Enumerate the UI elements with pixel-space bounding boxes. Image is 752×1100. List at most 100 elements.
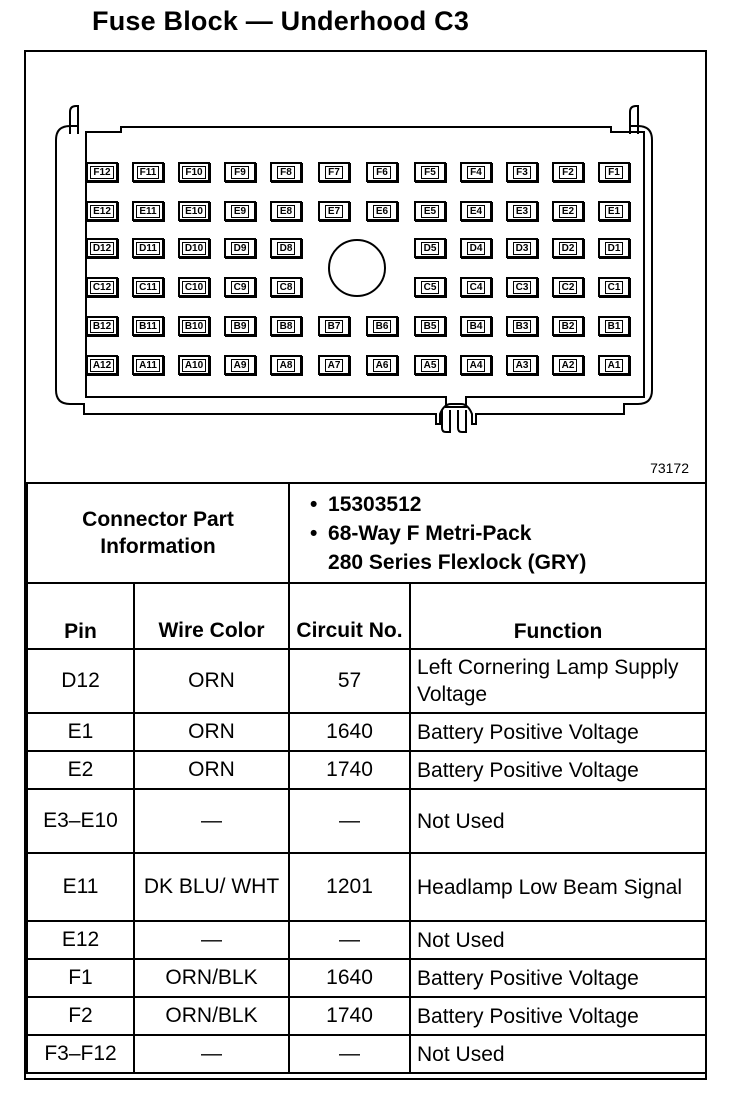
fuse-cavity-e7: E7 <box>318 201 350 221</box>
fuse-cavity-label: D11 <box>136 241 160 255</box>
fuse-cavity-label: F8 <box>277 165 295 179</box>
fuse-cavity-label: F4 <box>467 165 485 179</box>
fuse-cavity-label: B11 <box>136 319 160 333</box>
fuse-cavity-label: E7 <box>324 204 344 218</box>
fuse-cavity-label: C9 <box>230 280 250 294</box>
table-row: E12——Not Used <box>26 920 708 960</box>
cell-wire-color: ORN/BLK <box>132 958 291 998</box>
cell-wire-color: — <box>132 920 291 960</box>
cell-function: Not Used <box>409 788 708 854</box>
fuse-cavity-b1: B1 <box>598 316 630 336</box>
connector-info-label: Connector Part Information <box>25 482 291 584</box>
fuse-cavity-label: B4 <box>466 319 486 333</box>
housing-outer <box>55 125 653 425</box>
col-header-function: Function <box>409 582 708 650</box>
fuse-cavity-label: C5 <box>420 280 440 294</box>
cell-pin: E11 <box>26 852 135 922</box>
fuse-cavity-label: F10 <box>182 165 206 179</box>
fuse-cavity-d11: D11 <box>132 238 164 258</box>
fuse-cavity-a12: A12 <box>86 355 118 375</box>
fuse-cavity-label: E1 <box>604 204 624 218</box>
fuse-cavity-b2: B2 <box>552 316 584 336</box>
fuse-cavity-d5: D5 <box>414 238 446 258</box>
fuse-cavity-label: A2 <box>558 358 578 372</box>
fuse-cavity-f8: F8 <box>270 162 302 182</box>
fuse-cavity-label: F11 <box>136 165 160 179</box>
cell-function: Battery Positive Voltage <box>409 750 708 790</box>
fuse-cavity-a7: A7 <box>318 355 350 375</box>
fuse-cavity-d4: D4 <box>460 238 492 258</box>
fuse-cavity-label: D12 <box>89 241 115 255</box>
fuse-cavity-a2: A2 <box>552 355 584 375</box>
fuse-cavity-a6: A6 <box>366 355 398 375</box>
fuse-cavity-d3: D3 <box>506 238 538 258</box>
fuse-cavity-c3: C3 <box>506 277 538 297</box>
fuse-cavity-label: E3 <box>512 204 532 218</box>
table-row: E3–E10——Not Used <box>26 788 708 854</box>
cell-circuit-no: 1201 <box>288 852 412 922</box>
fuse-cavity-b12: B12 <box>86 316 118 336</box>
fuse-cavity-label: B8 <box>276 319 296 333</box>
fuse-cavity-label: C4 <box>466 280 486 294</box>
header-row: Pin Wire Color Circuit No. Function <box>26 582 708 650</box>
fuse-cavity-label: E6 <box>372 204 392 218</box>
cell-pin: E1 <box>26 712 135 752</box>
pinout-table: Connector Part Information 15303512 68-W… <box>25 482 708 1074</box>
cell-function: Not Used <box>409 920 708 960</box>
fuse-cavity-label: D2 <box>558 241 578 255</box>
cell-wire-color: ORN <box>132 648 291 714</box>
fuse-cavity-a4: A4 <box>460 355 492 375</box>
cell-wire-color: ORN/BLK <box>132 996 291 1036</box>
bottom-key-left <box>441 410 451 433</box>
fuse-cavity-label: A6 <box>372 358 392 372</box>
bottom-key-right <box>457 410 467 433</box>
fuse-cavity-label: A11 <box>136 358 160 372</box>
cell-wire-color: — <box>132 1034 291 1074</box>
cell-pin: F2 <box>26 996 135 1036</box>
fuse-cavity-label: E4 <box>466 204 486 218</box>
fuse-cavity-e1: E1 <box>598 201 630 221</box>
connector-description-line1: 68-Way F Metri-Pack <box>310 519 699 548</box>
cell-pin: E12 <box>26 920 135 960</box>
cell-pin: E2 <box>26 750 135 790</box>
fuse-cavity-f6: F6 <box>366 162 398 182</box>
fuse-cavity-label: F2 <box>559 165 577 179</box>
fuse-cavity-e6: E6 <box>366 201 398 221</box>
fuse-cavity-label: F1 <box>605 165 623 179</box>
connector-info-row: Connector Part Information 15303512 68-W… <box>25 482 708 584</box>
fuse-cavity-c11: C11 <box>132 277 164 297</box>
page-title: Fuse Block — Underhood C3 <box>92 6 470 36</box>
fuse-cavity-label: C1 <box>604 280 624 294</box>
connector-info-details: 15303512 68-Way F Metri-Pack 280 Series … <box>288 482 708 584</box>
fuse-cavity-label: C10 <box>181 280 207 294</box>
fuse-cavity-e5: E5 <box>414 201 446 221</box>
fuse-cavity-d10: D10 <box>178 238 210 258</box>
fuse-cavity-label: D3 <box>512 241 532 255</box>
cell-function: Battery Positive Voltage <box>409 712 708 752</box>
fuse-cavity-d9: D9 <box>224 238 256 258</box>
right-latch <box>629 105 639 134</box>
fuse-cavity-label: E5 <box>420 204 440 218</box>
fuse-cavity-f1: F1 <box>598 162 630 182</box>
col-header-wire-color: Wire Color <box>132 582 291 650</box>
col-header-pin: Pin <box>26 582 135 650</box>
fuse-cavity-f5: F5 <box>414 162 446 182</box>
fuse-cavity-label: C12 <box>89 280 115 294</box>
bolt-hole-icon <box>328 239 386 297</box>
fuse-cavity-label: B3 <box>512 319 532 333</box>
cell-circuit-no: — <box>288 920 412 960</box>
fuse-cavity-label: E11 <box>136 204 160 218</box>
fuse-cavity-label: B1 <box>604 319 624 333</box>
fuse-cavity-label: D10 <box>181 241 207 255</box>
fuse-cavity-d1: D1 <box>598 238 630 258</box>
fuse-cavity-label: F6 <box>373 165 391 179</box>
cell-circuit-no: 1640 <box>288 712 412 752</box>
fuse-cavity-b11: B11 <box>132 316 164 336</box>
connector-outline <box>55 105 653 433</box>
